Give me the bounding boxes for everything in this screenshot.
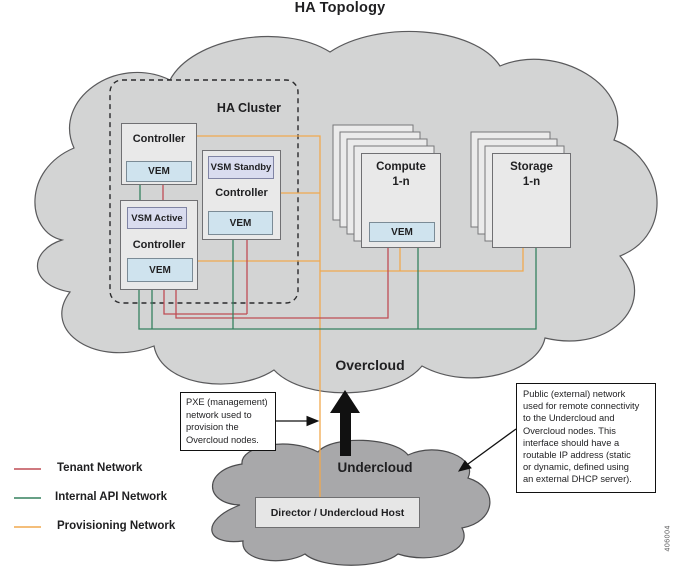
legend-label-internal-api: Internal API Network (55, 491, 168, 503)
undercloud-to-overcloud-arrow (330, 390, 360, 456)
compute-node: Compute 1-n VEM (361, 153, 441, 248)
pxe-note-arrow (272, 415, 320, 427)
legend-label-provisioning: Provisioning Network (57, 520, 176, 532)
storage-node: Storage 1-n (492, 153, 571, 248)
vsm-standby-badge: VSM Standby (208, 156, 274, 179)
controller-standby-label: Controller (215, 187, 268, 199)
public-note: Public (external) network used for remot… (516, 383, 656, 493)
ha-cluster-border (109, 79, 299, 304)
tenant-network-lines (162, 185, 389, 319)
provisioning-line (197, 135, 321, 497)
controller-active-node: VSM Active Controller VEM (120, 200, 198, 290)
public-note-arrow (457, 428, 517, 472)
controller-standby-node: VSM Standby Controller VEM (202, 150, 281, 240)
ha-cluster-label: HA Cluster (216, 101, 282, 115)
figure-id: 406004 (664, 525, 672, 552)
compute-label: Compute 1-n (376, 161, 426, 188)
internal-api-line (138, 248, 537, 330)
tenant-line (175, 248, 389, 319)
diagram-title: HA Topology (294, 0, 386, 16)
director-undercloud-host-node: Director / Undercloud Host (255, 497, 420, 528)
controller-active-vem: VEM (127, 258, 193, 282)
tenant-line (163, 290, 247, 315)
controller-top-vem: VEM (126, 161, 192, 182)
pxe-note: PXE (management) network used to provisi… (180, 392, 276, 451)
controller-standby-vem: VEM (208, 211, 273, 235)
controller-top-node: Controller VEM (121, 123, 197, 185)
legend-label-tenant: Tenant Network (57, 462, 143, 474)
undercloud-label: Undercloud (337, 460, 413, 475)
vsm-active-badge: VSM Active (127, 207, 187, 229)
storage-label: Storage 1-n (510, 161, 553, 188)
internal-api-network-lines (138, 185, 537, 330)
controller-active-label: Controller (132, 239, 186, 251)
overcloud-label: Overcloud (335, 357, 405, 373)
compute-vem: VEM (369, 222, 435, 242)
controller-top-label: Controller (132, 133, 186, 145)
